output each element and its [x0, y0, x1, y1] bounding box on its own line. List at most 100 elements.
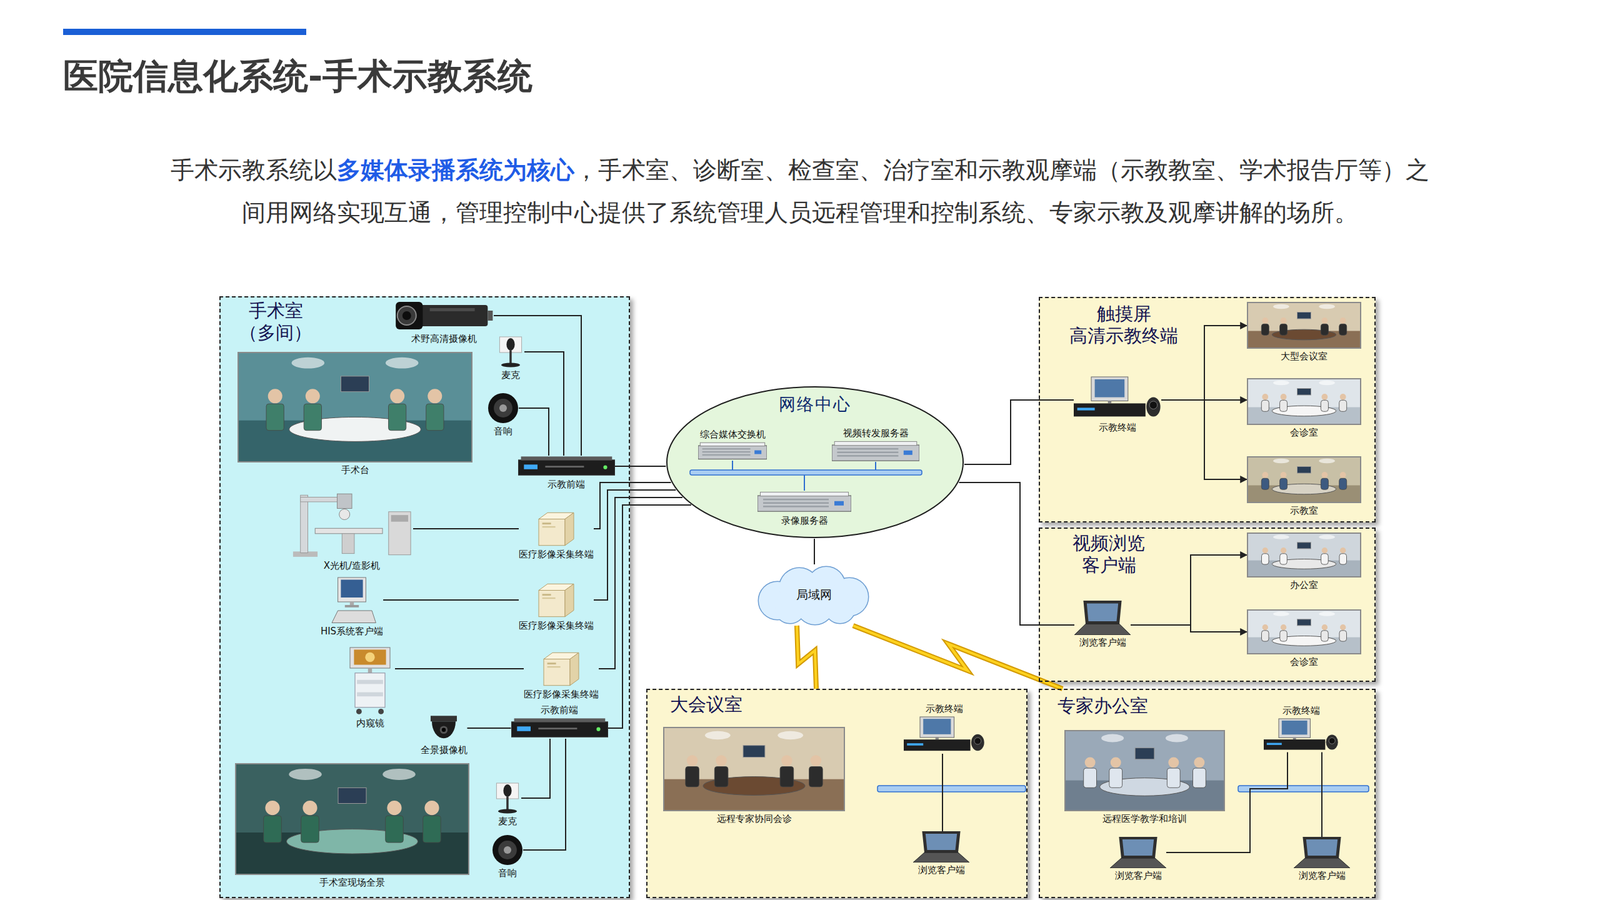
icon-part: [547, 665, 561, 667]
icon-part: [265, 800, 280, 815]
icon-part: [1109, 768, 1123, 788]
icon-part: [875, 461, 877, 470]
icon-part: [831, 445, 920, 461]
device-caption: 综合媒体交换机: [700, 428, 766, 440]
icon-part: [547, 662, 557, 665]
zone-title: 大会议室: [670, 693, 743, 716]
connector-line: [523, 738, 566, 850]
icon-part: [1318, 380, 1335, 386]
icon-part: [1261, 400, 1269, 412]
pc-icon: [326, 576, 377, 624]
device-node: 麦克: [493, 782, 522, 827]
icon-part: [705, 731, 731, 740]
icon-part: [1280, 323, 1288, 335]
device-node: 浏览客户端: [913, 831, 970, 876]
icon-part: [538, 518, 565, 545]
icon-part: [542, 525, 556, 527]
icon-part: [430, 308, 475, 312]
server-icon: [757, 491, 852, 514]
device-node: 录像服务器: [757, 491, 852, 527]
icon-part: [1110, 858, 1167, 869]
photo-caption: 示教室: [1290, 505, 1319, 517]
icon-part: [702, 454, 751, 456]
icon-part: [1318, 458, 1335, 464]
icon-part: [499, 336, 522, 353]
icon-part: [921, 831, 960, 853]
icon-part: [518, 460, 615, 476]
device-caption: 浏览客户端: [918, 864, 965, 876]
icon-part: [388, 511, 411, 555]
icon-part: [1297, 466, 1312, 474]
icon-part: [388, 403, 407, 431]
device-node: 内窥镜: [345, 646, 395, 729]
connector-line: [524, 351, 564, 456]
rackDark-icon: [518, 455, 615, 477]
icon-part: [331, 610, 376, 624]
icon-part: [395, 301, 423, 330]
cube-icon: [534, 511, 579, 547]
icon-part: [935, 737, 939, 740]
icon-part: [1077, 407, 1095, 410]
icon-part: [781, 755, 793, 767]
icon-part: [382, 768, 416, 780]
device-caption: 麦克: [498, 815, 517, 827]
icon-part: [1101, 734, 1124, 743]
connector-line: [518, 408, 549, 456]
icon-part: [542, 596, 556, 599]
dome-icon: [428, 714, 460, 743]
device-caption: 示教终端: [1098, 421, 1137, 434]
connector-line: [615, 465, 667, 467]
device-caption: 全景摄像机: [420, 744, 468, 756]
icon-part: [1168, 757, 1179, 769]
mic-icon: [493, 782, 522, 814]
icon-part: [1280, 393, 1287, 400]
device-caption: 医疗影像采集终端: [518, 548, 594, 560]
lightning-link: [796, 625, 817, 689]
zone-title: 手术室 （多间）: [239, 300, 312, 344]
icon-part: [391, 515, 409, 522]
zone-title: 专家办公室: [1057, 695, 1149, 717]
icon-part: [1318, 611, 1335, 617]
device-caption: HIS系统客户端: [320, 625, 384, 637]
device-node: 浏览客户端: [1110, 836, 1167, 882]
icon-part: [836, 455, 899, 457]
icon-part: [1261, 471, 1269, 479]
icon-part: [731, 460, 734, 470]
terminal-icon: [1073, 376, 1162, 420]
icon-part: [488, 393, 519, 424]
xray-icon: [290, 491, 414, 559]
device-node: 视频转发服务器: [831, 427, 920, 463]
lightning-link: [853, 625, 1063, 689]
icon-part: [503, 846, 512, 854]
device-node: 麦克: [496, 336, 525, 381]
icon-part: [499, 404, 507, 412]
icon-part: [1261, 630, 1270, 642]
icon-part: [1280, 317, 1287, 324]
icon-part: [698, 445, 767, 460]
icon-part: [760, 491, 849, 496]
icon-part: [1246, 532, 1362, 578]
icon-part: [237, 351, 473, 463]
zone-box: 触摸屏 高清示教终端示教终端大型会议室会诊室示教室: [1038, 296, 1376, 523]
icon-part: [1262, 547, 1269, 554]
icon-part: [1261, 317, 1269, 324]
photo-node: 手术台: [237, 351, 473, 476]
icon-part: [1321, 471, 1329, 479]
device-caption: 麦克: [501, 369, 520, 381]
icon-part: [763, 505, 829, 508]
photo-illustration: [1246, 456, 1362, 504]
terminal-icon: [903, 716, 985, 754]
icon-part: [266, 403, 284, 431]
connector-line: [958, 482, 1075, 625]
connector-line: [1130, 625, 1247, 632]
icon-part: [700, 442, 765, 446]
icon-part: [1280, 471, 1287, 479]
icon-part: [803, 475, 805, 491]
icon-part: [516, 726, 531, 732]
device-caption: 内窥镜: [356, 717, 385, 729]
icon-part: [1261, 393, 1269, 400]
icon-part: [493, 398, 513, 418]
icon-part: [685, 766, 700, 787]
icon-part: [1263, 739, 1325, 750]
intro-paragraph: 手术示教系统以多媒体录播系统为核心，手术室、诊断室、检查室、治疗室和示教观摩端（…: [165, 148, 1435, 234]
